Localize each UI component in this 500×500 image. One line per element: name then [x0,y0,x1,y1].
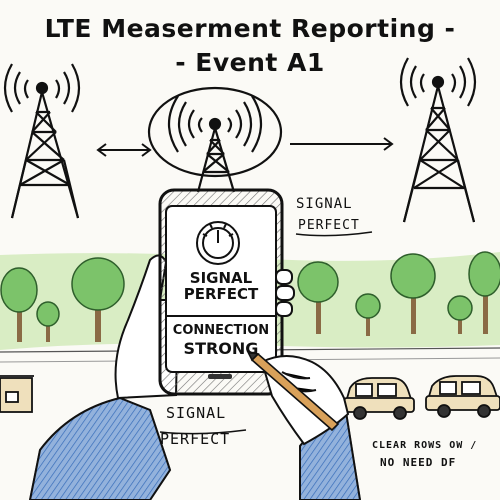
phone-signal-word: SIGNAL [189,269,253,287]
tree [355,293,381,336]
page-subtitle: - Event A1 [175,48,325,77]
label-signal-right: SIGNAL [296,196,353,212]
signal-gauge-icon [196,221,240,265]
note-line-1: CLEAR ROWS OW / [372,440,478,451]
cell-tower-center [147,86,283,193]
label-perfect-right: PERFECT [298,218,360,233]
phone-perfect-word: PERFECT [183,285,259,303]
trees [0,251,500,342]
label-perfect-bottom: PERFECT [160,430,231,448]
page-title: LTE Measerment Reporting - [44,14,456,43]
tree [297,261,339,334]
label-signal-bottom: SIGNAL [166,404,227,422]
car [425,375,500,418]
handover-arrows [96,137,394,157]
fingers [275,269,295,317]
phone-status-signal: SIGNAL PERFECT [166,270,276,302]
note-line-2: NO NEED DF [380,456,457,469]
pencil-icon [246,350,340,432]
tree [468,251,500,334]
tree [0,267,38,342]
left-arm [28,254,180,500]
tree [71,257,125,342]
tree [390,253,436,334]
phone-status-connection: CONNECTION STRONG [166,322,276,358]
cell-tower-right [399,57,477,223]
smartphone [158,188,284,396]
phone-connection-word: CONNECTION [172,323,270,338]
cell-tower-left [3,63,81,219]
house [0,375,34,413]
tree [447,295,473,334]
phone-strong-word: STRONG [183,339,259,358]
tree [36,301,60,342]
car [343,377,415,420]
